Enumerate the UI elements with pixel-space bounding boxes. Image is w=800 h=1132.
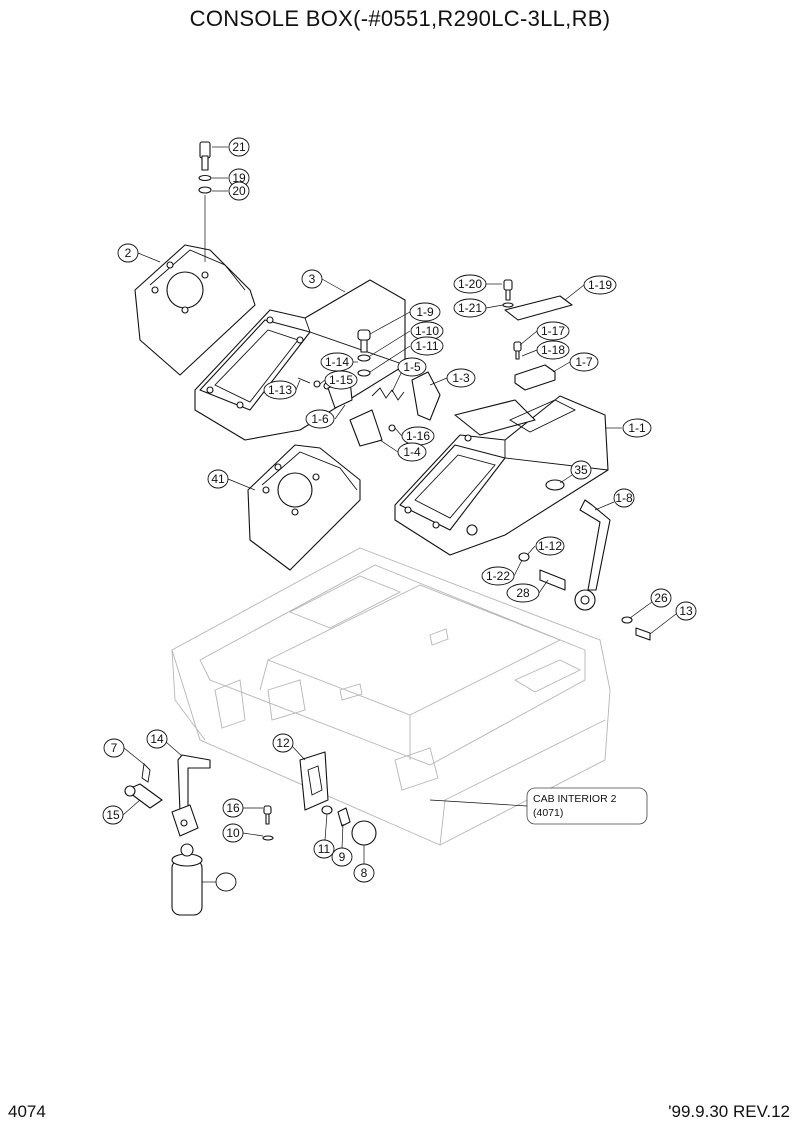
reference-box: CAB INTERIOR 2 (4071) (429, 787, 648, 825)
svg-text:1-10: 1-10 (415, 324, 439, 338)
callout-1-6: 1-6 (305, 404, 346, 429)
callout-1-1: 1-1 (606, 418, 652, 438)
svg-text:9: 9 (339, 850, 346, 864)
page-number: 4074 (8, 1102, 46, 1121)
svg-text:12: 12 (276, 736, 290, 750)
svg-text:1-8: 1-8 (615, 491, 633, 505)
callout-26: 13 (649, 601, 697, 635)
callout-16: 10 (222, 823, 264, 843)
svg-text:1-22: 1-22 (486, 569, 510, 583)
callout-3: 3 (301, 269, 346, 293)
callout-1-17: 1-17 (519, 321, 570, 346)
callout-1-7: 1-7 (552, 352, 599, 373)
callout-1-11: 1-11 (369, 336, 444, 373)
callout-1-12: 1-22 (481, 559, 523, 586)
svg-text:7: 7 (111, 741, 118, 755)
svg-text:1-16: 1-16 (406, 429, 430, 443)
console-main (394, 395, 609, 556)
svg-text:21: 21 (232, 140, 246, 154)
callout-13: 7 (103, 738, 146, 766)
svg-text:1-21: 1-21 (458, 301, 482, 315)
callout-12: 15 (102, 799, 141, 825)
revision-label: '99.9.30 REV.12 (668, 1102, 790, 1121)
callout-14: 12 (272, 733, 306, 761)
svg-text:1-7: 1-7 (575, 355, 593, 369)
svg-text:15: 15 (106, 808, 120, 822)
svg-text:1-13: 1-13 (268, 383, 292, 397)
svg-text:1-18: 1-18 (541, 343, 565, 357)
callout-28: 26 (629, 588, 672, 619)
svg-text:20: 20 (232, 184, 246, 198)
svg-text:13: 13 (679, 604, 693, 618)
callout-9: 8 (353, 845, 375, 883)
svg-text:1-4: 1-4 (403, 445, 421, 459)
callout-1-20: 1-20 (453, 274, 502, 294)
callout-15: 16 (222, 798, 263, 818)
svg-text:1-19: 1-19 (588, 278, 612, 292)
callout-1-22: 28 (506, 579, 549, 603)
callout-1-15: 1-15 (319, 370, 358, 390)
callout-20: 20 (212, 181, 250, 201)
svg-text:1-12: 1-12 (538, 539, 562, 553)
svg-text:1-20: 1-20 (458, 277, 482, 291)
svg-text:10: 10 (226, 826, 240, 840)
callout-21: 21 (212, 137, 250, 157)
svg-text:11: 11 (318, 842, 331, 856)
svg-text:8: 8 (361, 866, 368, 880)
callout-1-4: 1-4 (379, 439, 427, 462)
lower-parts (124, 751, 377, 916)
callout-8 (202, 872, 237, 892)
callout-7: 14 (146, 729, 183, 757)
svg-text:2: 2 (125, 246, 132, 260)
callout-1-10: 1-10 (369, 321, 444, 357)
side-cover-upper (134, 244, 256, 376)
svg-text:28: 28 (516, 586, 530, 600)
callout-1-19: 1-19 (564, 275, 617, 301)
callout-41: 35 (559, 460, 592, 484)
svg-text:1-3: 1-3 (452, 371, 470, 385)
cab-floor-outline (171, 547, 611, 846)
svg-text:1-11: 1-11 (415, 339, 438, 353)
svg-text:41: 41 (211, 472, 225, 486)
callout-10: 11 (313, 813, 335, 859)
svg-text:1-5: 1-5 (403, 360, 421, 374)
svg-text:26: 26 (654, 591, 668, 605)
svg-text:3: 3 (309, 272, 316, 286)
callout-35: 1-8 (594, 488, 635, 511)
svg-text:1-14: 1-14 (325, 355, 349, 369)
reference-box-line1: CAB INTERIOR 2 (533, 793, 617, 805)
callout-1-18: 1-18 (521, 340, 570, 360)
svg-text:1-6: 1-6 (311, 412, 329, 426)
callout-2-upper: 2 (117, 243, 161, 263)
svg-text:35: 35 (574, 463, 588, 477)
callout-2-lower: 41 (207, 469, 256, 491)
callout-1-8: 1-12 (527, 536, 565, 556)
svg-text:16: 16 (226, 801, 240, 815)
svg-text:1-17: 1-17 (541, 324, 565, 338)
callout-1-5: 1-5 (391, 357, 427, 393)
handle-assembly (518, 499, 651, 641)
svg-text:19: 19 (232, 171, 246, 185)
svg-text:1-1: 1-1 (628, 421, 646, 435)
page-title: CONSOLE BOX(-#0551,R290LC-3LL,RB) (189, 6, 611, 31)
callout-1-16: 1-16 (394, 426, 435, 446)
callout-19: 19 (212, 168, 250, 188)
callout-1-3: 1-3 (429, 368, 476, 388)
callout-1-9: 1-9 (369, 302, 441, 335)
svg-text:1-9: 1-9 (416, 305, 434, 319)
console-body-upper (194, 279, 406, 441)
svg-text:14: 14 (150, 732, 164, 746)
callout-11: 9 (331, 823, 353, 867)
callout-1-21: 1-21 (453, 298, 504, 318)
reference-box-line2: (4071) (533, 807, 563, 819)
side-cover-lower (247, 444, 361, 571)
callout-1-13: 1-13 (263, 379, 301, 400)
svg-text:1-15: 1-15 (329, 373, 353, 387)
callout-1-14: 1-14 (320, 352, 358, 372)
